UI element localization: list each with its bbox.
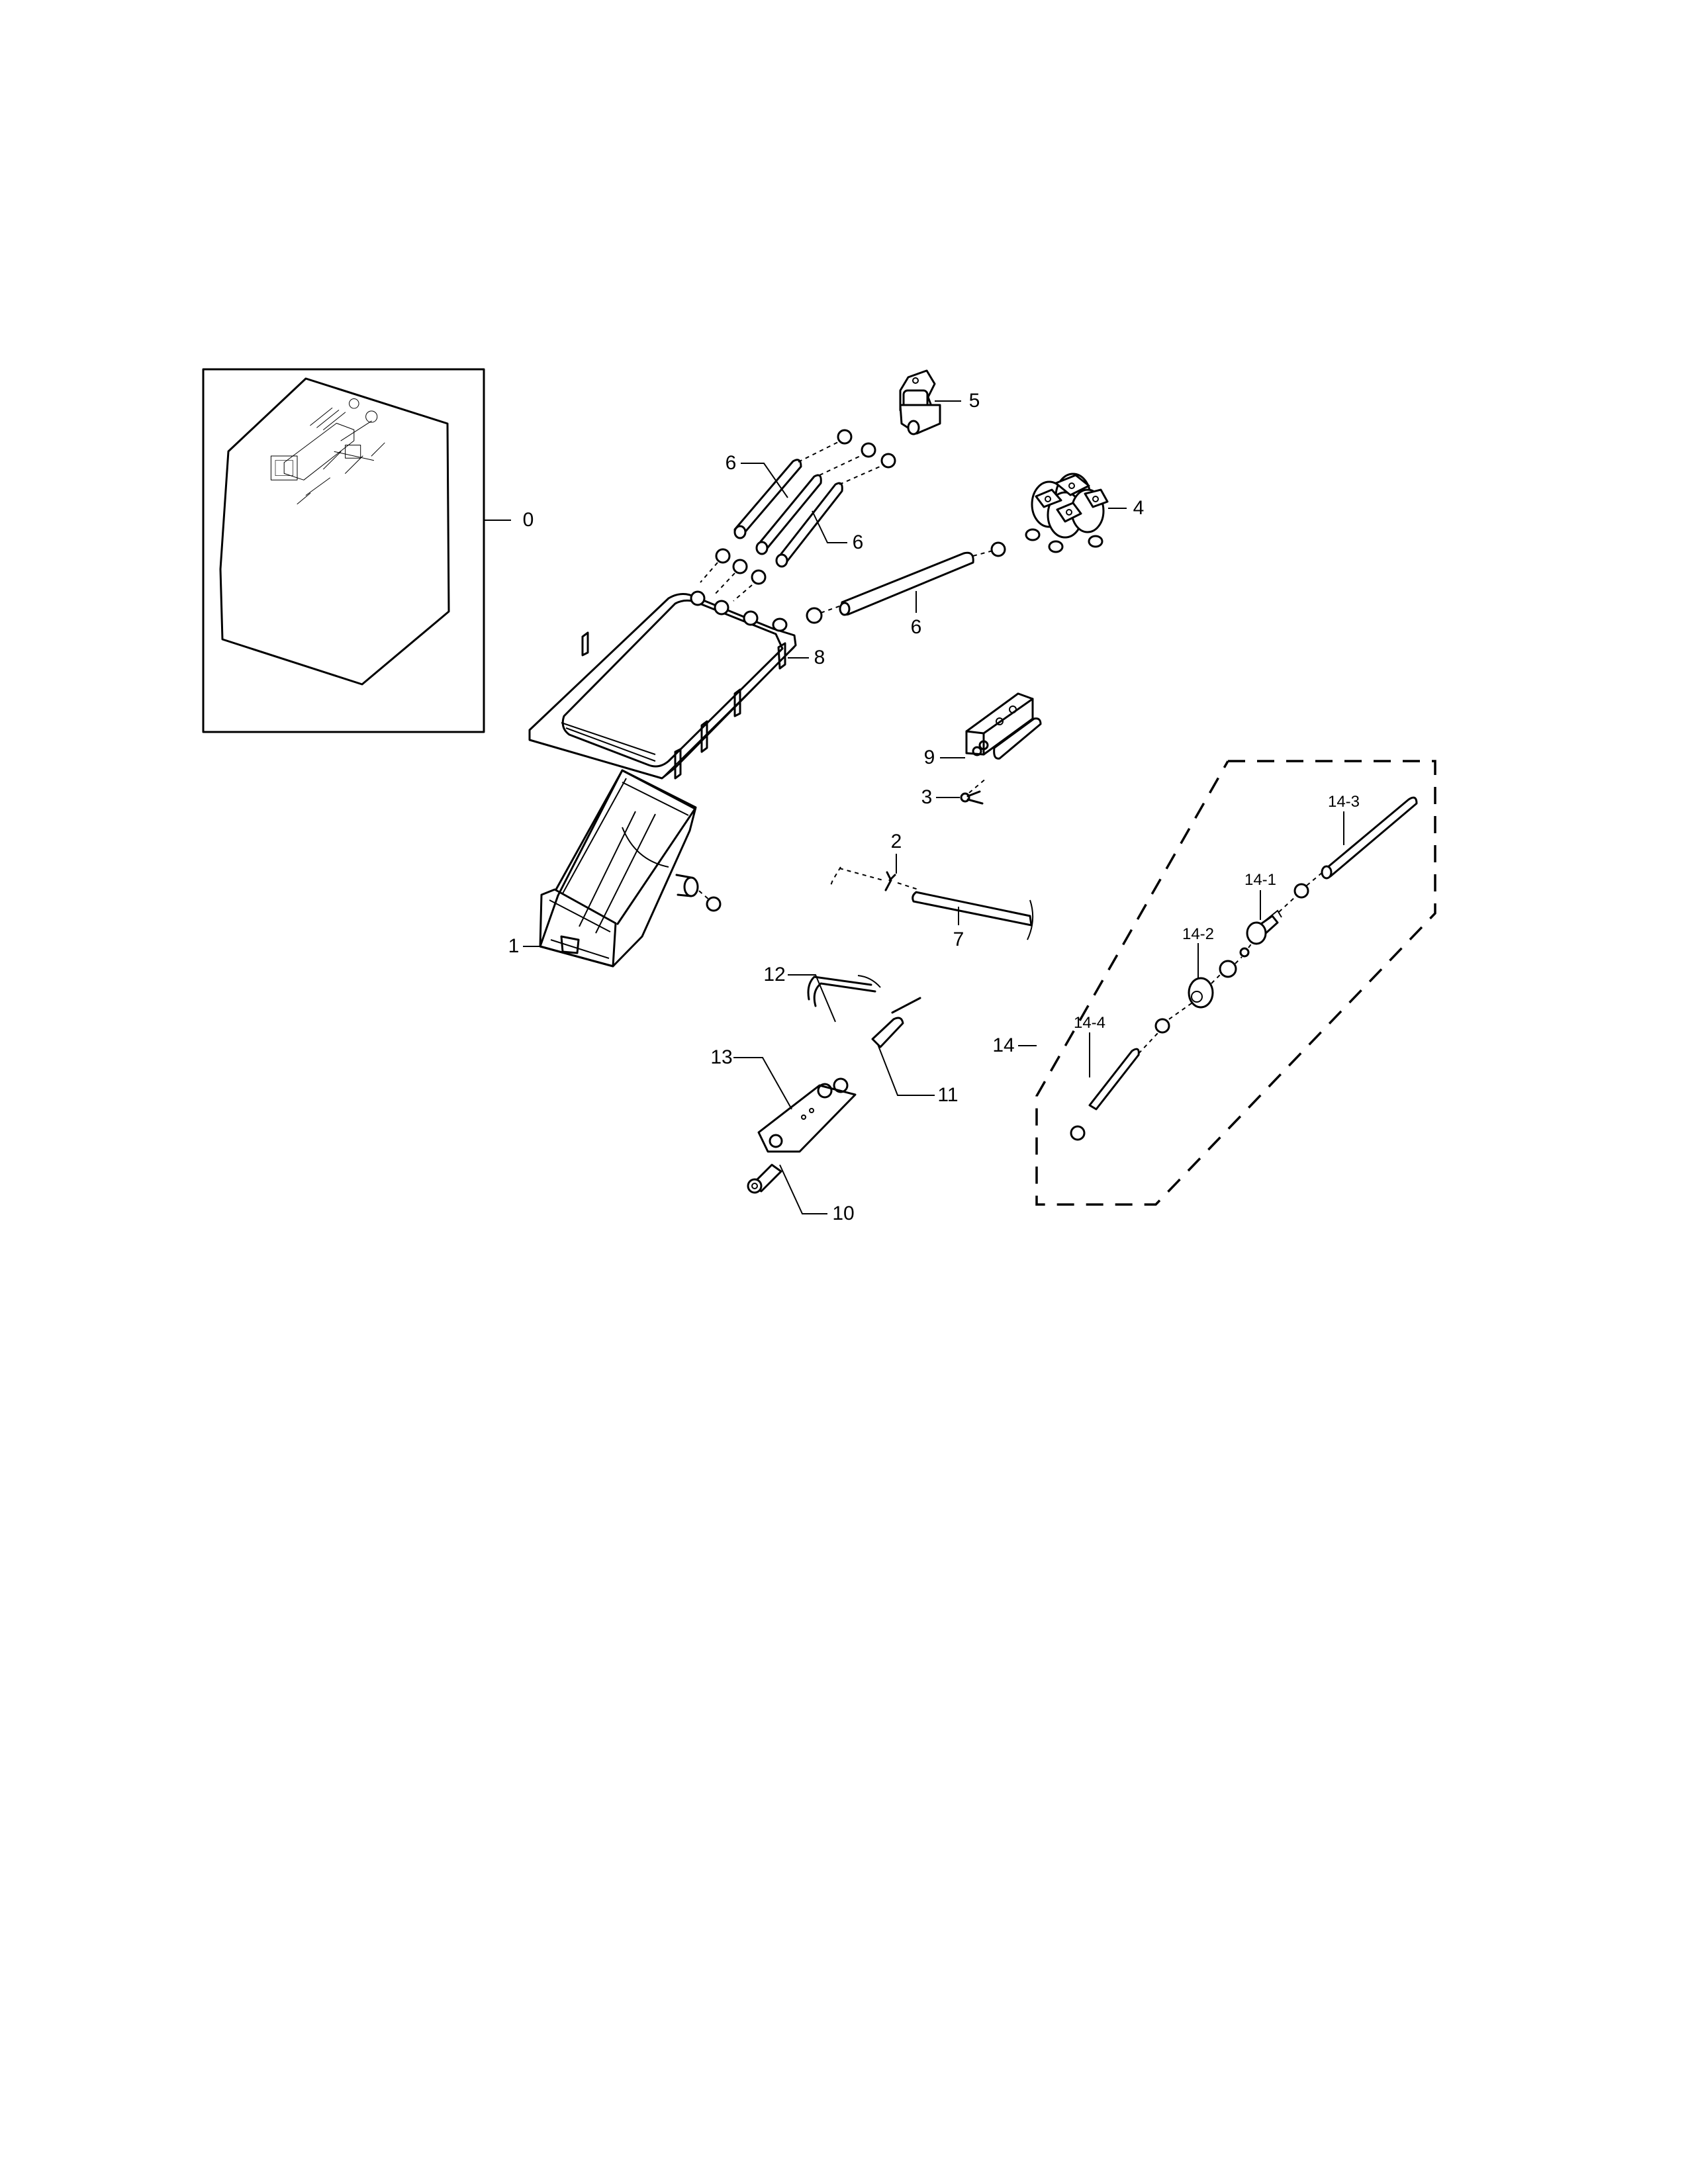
part-8-dispenser-cover[interactable] [528,590,809,780]
callout-14-3: 14-3 [1327,793,1360,811]
part-13-bracket[interactable] [733,1057,857,1153]
callout-6a: 6 [725,452,737,474]
callout-12: 12 [763,964,786,985]
callout-5: 5 [968,390,980,412]
callout-14: 14 [992,1034,1015,1056]
callout-14-1: 14-1 [1244,871,1277,889]
callout-13: 13 [710,1046,733,1068]
callout-4: 4 [1133,497,1145,519]
callout-8: 8 [814,647,825,668]
part-3-clamp[interactable] [936,778,987,805]
part-11-hose[interactable] [871,997,935,1096]
part-1-dispenser-housing[interactable] [523,769,699,968]
callout-9: 9 [923,747,935,768]
callout-11: 11 [937,1084,959,1106]
callout-6b: 6 [852,531,864,553]
callout-6c: 6 [910,616,922,638]
callout-2: 2 [890,831,902,852]
part-6-hose-lower[interactable] [806,541,1006,624]
part-2-clamp[interactable] [698,854,921,912]
callout-14-2: 14-2 [1182,925,1215,943]
part-6-hoses-upper[interactable] [700,429,896,602]
callout-1: 1 [508,935,520,957]
callout-10: 10 [832,1203,855,1224]
part-5-single-valve[interactable] [899,369,961,435]
part-12-hose[interactable] [788,974,881,1023]
part-14-hose-assembly[interactable] [1018,760,1436,1206]
callout-7: 7 [953,929,964,950]
callout-14-4: 14-4 [1073,1014,1106,1032]
part-9-valve-block[interactable] [940,692,1042,760]
inset-assembly-kit[interactable] [202,368,511,733]
callout-0: 0 [522,509,534,531]
part-7-drain-hose[interactable] [912,891,1034,940]
callout-3: 3 [921,786,933,808]
part-10-hose[interactable] [747,1163,827,1214]
part-4-quad-valve[interactable] [1025,473,1127,553]
